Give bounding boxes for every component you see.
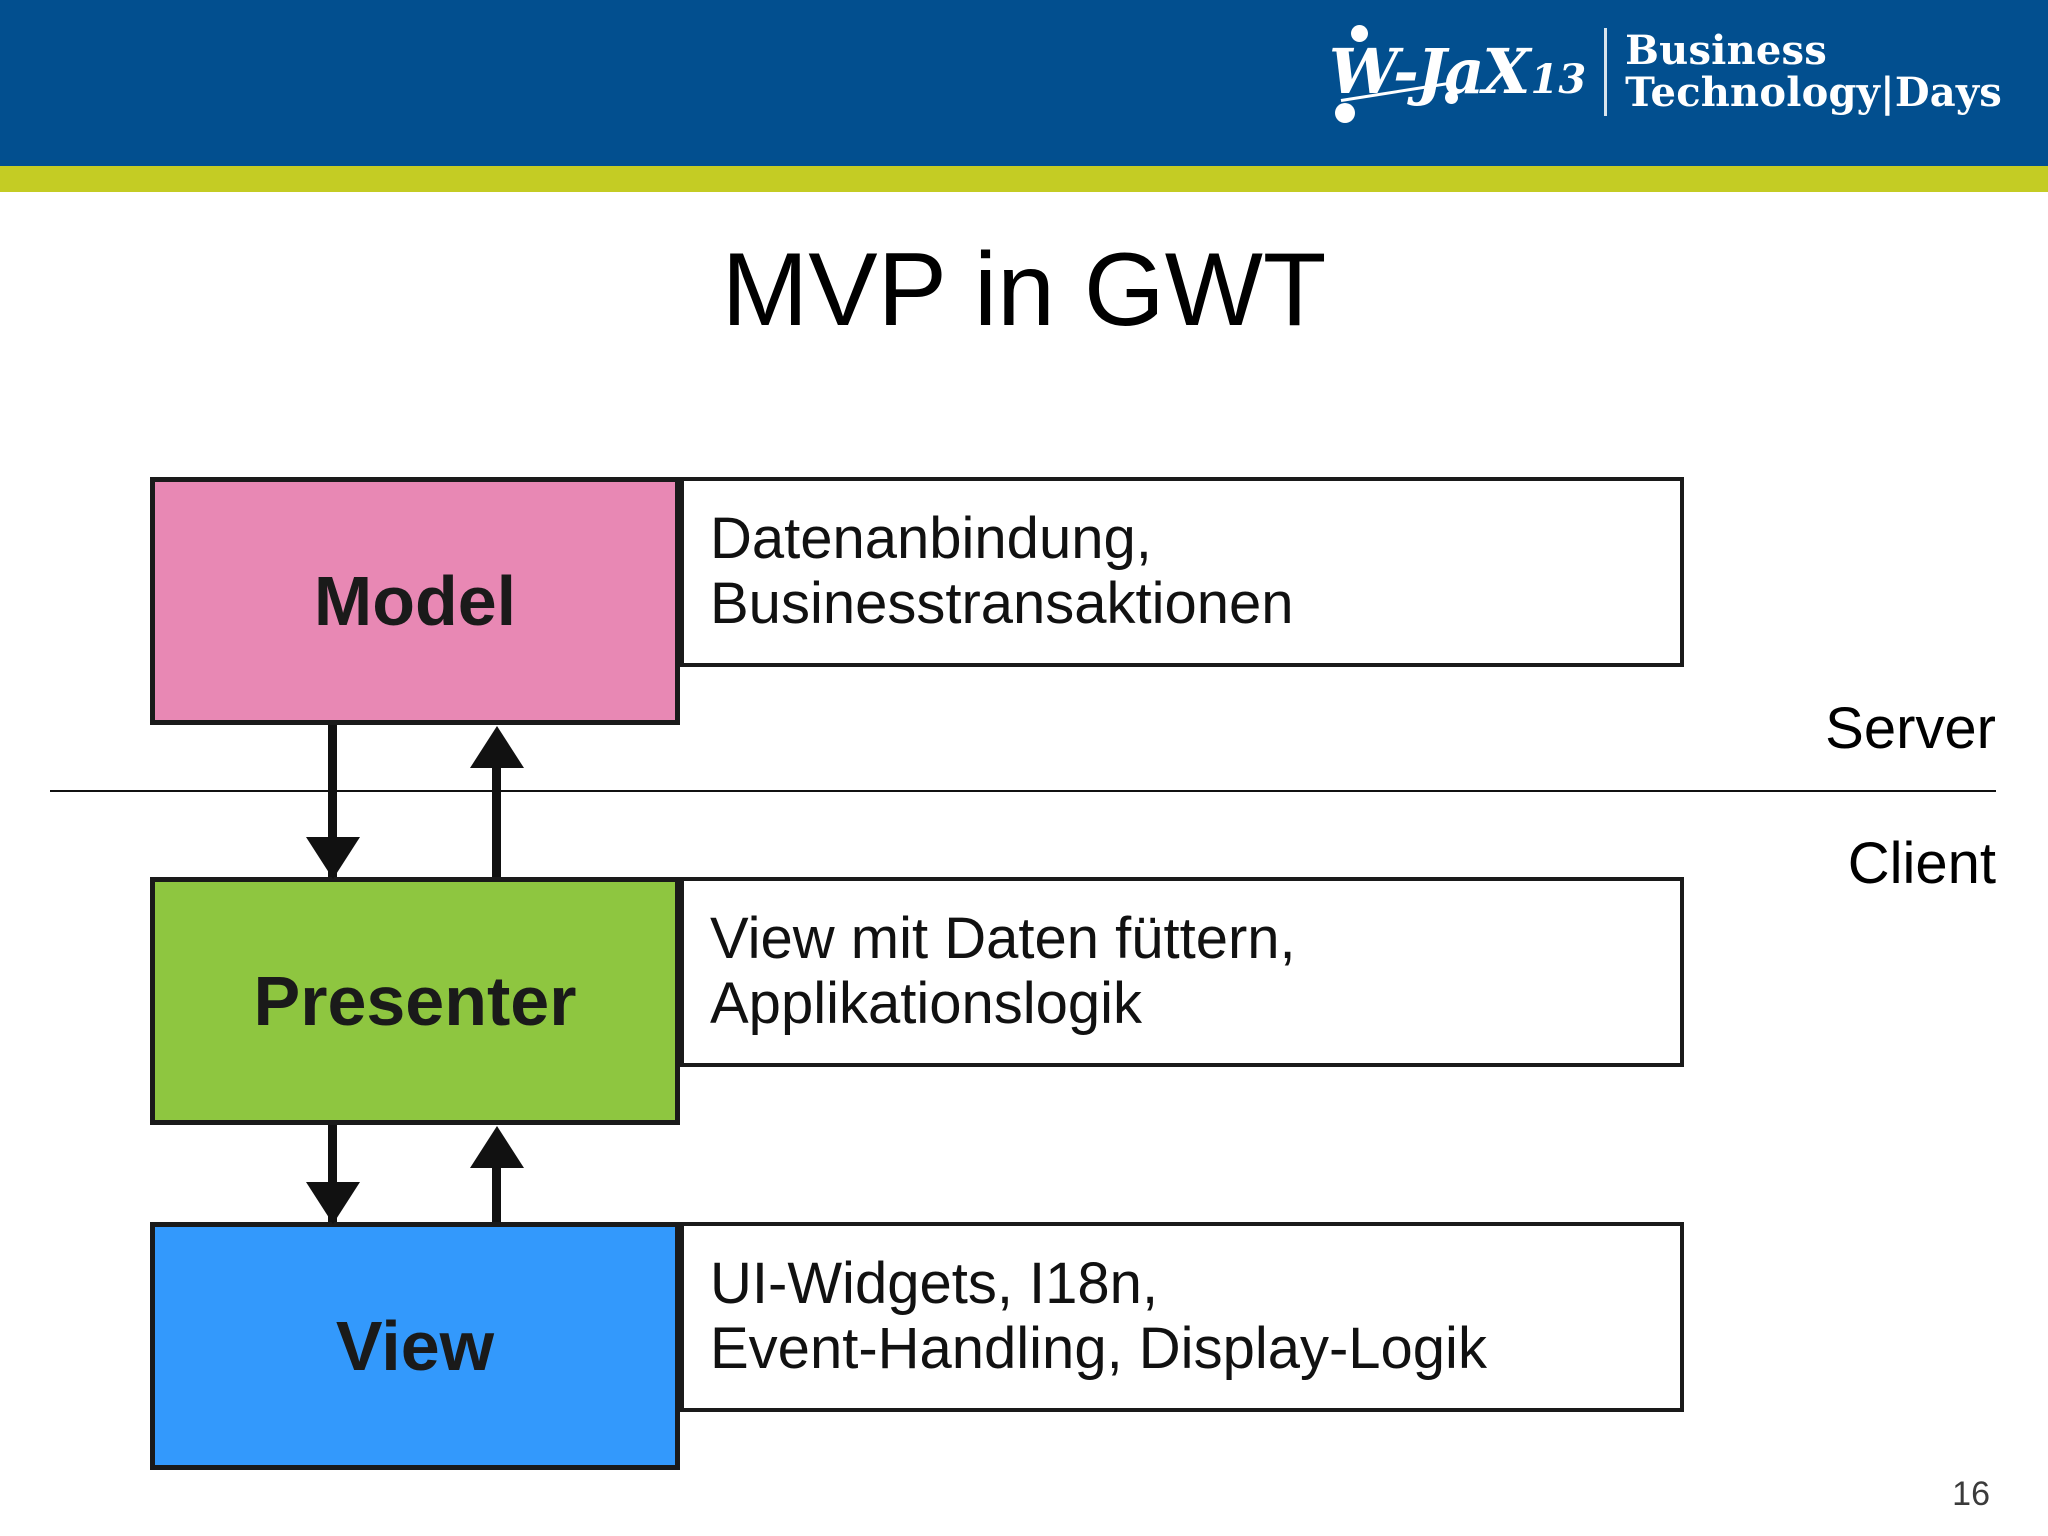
layer-box-presenter[interactable]: Presenter (150, 877, 680, 1125)
layer-description-model: Datenanbindung, Businesstransaktionen (680, 477, 1684, 667)
header-accent-stripe (0, 166, 2048, 192)
arrow-model-to-presenter-shaft (328, 725, 337, 877)
layer-description-presenter: View mit Daten füttern, Applikationslogi… (680, 877, 1684, 1067)
layer-box-view[interactable]: View (150, 1222, 680, 1470)
logo-dot-icon (1350, 25, 1368, 42)
arrow-view-to-presenter-shaft (492, 1168, 501, 1222)
wjax-wordmark: W-JaX 13 (1328, 25, 1587, 123)
slide-number: 16 (1952, 1475, 1990, 1513)
layer-description-presenter-line1: View mit Daten füttern, (710, 906, 1296, 972)
header-band (0, 0, 2048, 166)
layer-description-model-line1: Datenanbindung, (710, 506, 1152, 572)
layer-description-model-line2: Businesstransaktionen (710, 571, 1294, 636)
layer-description-presenter-line2: Applikationslogik (710, 971, 1143, 1036)
logo-tagline-line1: Business (1625, 26, 1827, 74)
arrow-down-icon (306, 837, 360, 879)
arrow-down-icon (306, 1182, 360, 1224)
arrow-up-icon (470, 1126, 524, 1168)
logo-divider (1604, 28, 1608, 116)
tier-label-client: Client (1847, 831, 1996, 896)
tier-label-server: Server (1825, 696, 1996, 761)
logo-dot-icon (1334, 103, 1355, 123)
logo-year-text: 13 (1530, 56, 1587, 103)
tier-divider-line (50, 790, 1996, 792)
layer-description-view-line2: Event-Handling, Display-Logik (710, 1316, 1487, 1381)
layer-description-view: UI-Widgets, I18n, Event-Handling, Displa… (680, 1222, 1684, 1412)
logo-dot-icon (1444, 91, 1458, 104)
layer-description-view-line1: UI-Widgets, I18n, (710, 1251, 1159, 1317)
logo-tagline: Business Technology|Days (1625, 26, 2002, 116)
logo-brand-text: W-JaX (1328, 35, 1531, 108)
arrow-up-icon (470, 726, 524, 768)
arrow-presenter-to-view-shaft (328, 1125, 337, 1222)
wjax-logo: W-JaX 13 Business Technology|Days (1328, 22, 2002, 123)
page-title: MVP in GWT (721, 232, 1327, 348)
arrow-presenter-to-model-shaft (492, 768, 501, 877)
layer-box-model[interactable]: Model (150, 477, 680, 725)
logo-tagline-line2: Technology|Days (1625, 69, 2002, 116)
